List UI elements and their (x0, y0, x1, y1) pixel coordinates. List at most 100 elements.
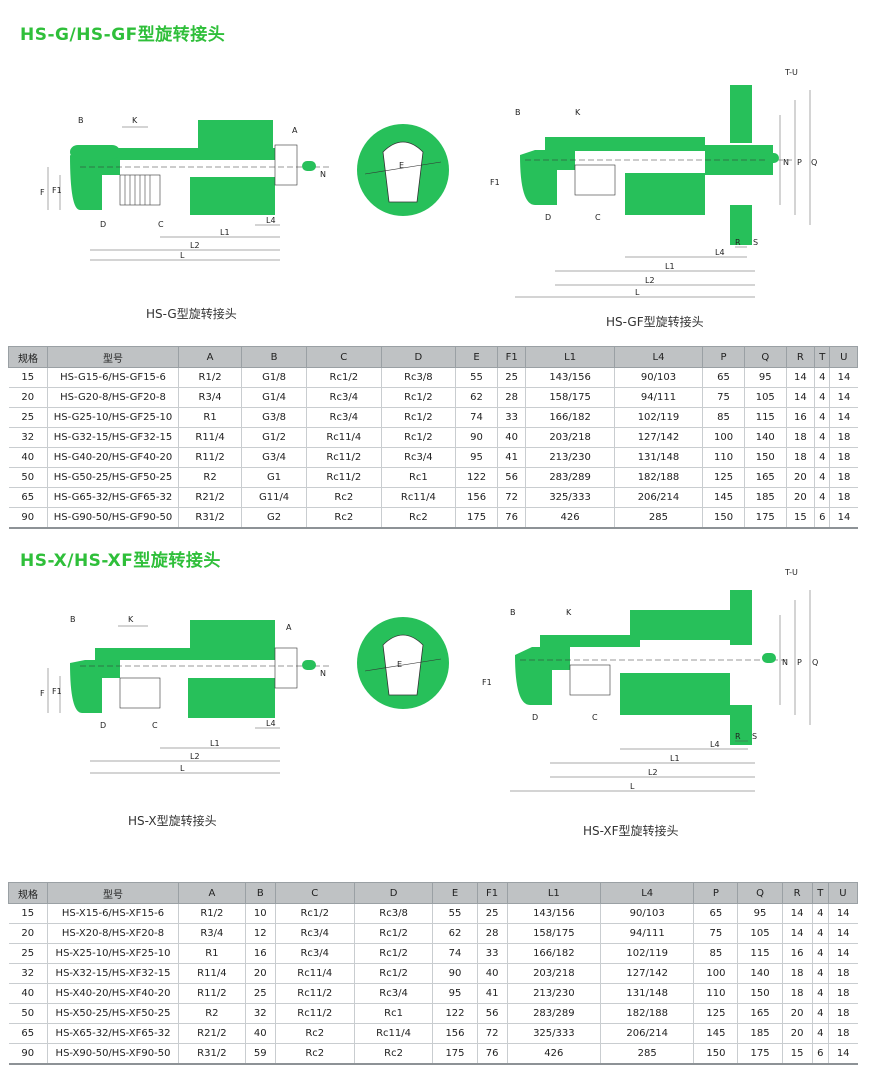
table-cell: R2 (178, 1003, 246, 1024)
table-cell: 40 (476, 963, 508, 984)
table-cell: 32 (8, 963, 48, 984)
table-cell: HS-G20-8/HS-GF20-8 (47, 387, 179, 408)
table-cell: 15 (785, 507, 815, 529)
table-cell: 14 (785, 387, 815, 408)
table-cell: Rc2 (380, 507, 456, 529)
table-cell: HS-G65-32/HS-GF65-32 (47, 487, 179, 508)
table-cell: 140 (743, 427, 787, 448)
table-cell: 18 (785, 427, 815, 448)
table-cell: Rc2 (353, 1043, 433, 1065)
dim-label-d-x: D (100, 721, 106, 730)
table-cell: 18 (827, 983, 858, 1004)
table-cell: 72 (476, 1023, 508, 1044)
column-header: R (785, 346, 816, 368)
column-header: Q (737, 882, 783, 904)
table-cell: Rc2 (274, 1023, 355, 1044)
table-cell: 185 (743, 487, 787, 508)
x-section-view: E (357, 617, 449, 709)
table-cell: 426 (506, 1043, 601, 1065)
column-header: Q (743, 346, 787, 368)
dim-label-b: B (78, 116, 84, 125)
column-header: B (241, 346, 307, 368)
table-cell: Rc11/2 (274, 983, 355, 1004)
column-header: 规格 (8, 882, 48, 904)
table-cell: 55 (432, 903, 478, 924)
table-cell: Rc11/4 (380, 487, 456, 508)
table-cell: HS-X40-20/HS-XF40-20 (47, 983, 179, 1004)
table-cell: 20 (244, 963, 276, 984)
dim-label-p-xf: P (797, 658, 802, 667)
dim-label-d-gf: D (545, 213, 551, 222)
table-cell: 65 (702, 367, 745, 388)
dim-label-c-x: C (152, 721, 158, 730)
g-section-view: E (357, 124, 449, 216)
dim-label-q-xf: Q (812, 658, 818, 667)
table-cell: 14 (781, 903, 813, 924)
dim-label-c-xf: C (592, 713, 598, 722)
dim-label-l-gf: L (635, 288, 640, 297)
column-header: L4 (613, 346, 704, 368)
table-cell: Rc1/2 (380, 387, 456, 408)
table-cell: 175 (743, 507, 787, 529)
table-cell: 16 (785, 407, 815, 428)
table-cell: R11/2 (178, 983, 246, 1004)
table-cell: 285 (613, 507, 703, 529)
table-cell: 40 (244, 1023, 276, 1044)
table-cell: 131/148 (613, 447, 703, 468)
table-cell: 4 (811, 923, 829, 944)
dim-label-e: E (399, 161, 404, 170)
table-cell: 41 (496, 447, 526, 468)
table-cell: 143/156 (525, 367, 615, 388)
table-cell: 25 (8, 407, 48, 428)
table-cell: 90 (432, 963, 478, 984)
dim-label-l2-x: L2 (190, 752, 200, 761)
dim-label-l2: L2 (190, 241, 200, 250)
column-header: D (380, 346, 457, 368)
dim-label-c: C (158, 220, 164, 229)
table-cell: R3/4 (177, 387, 242, 408)
section-title-g: HS-G/HS-GF型旋转接头 (20, 25, 226, 45)
table-cell: 6 (811, 1043, 829, 1065)
section-title-x: HS-X/HS-XF型旋转接头 (20, 551, 221, 571)
dim-label-b-gf: B (515, 108, 521, 117)
table-cell: 4 (814, 487, 830, 508)
dim-label-l4-x: L4 (266, 719, 276, 728)
table-cell: R21/2 (178, 1023, 246, 1044)
table-cell: 213/230 (506, 983, 601, 1004)
dim-label-d: D (100, 220, 106, 229)
table-cell: 4 (814, 467, 830, 488)
column-header: U (829, 346, 858, 368)
table-cell: HS-X65-32/HS-XF65-32 (47, 1023, 179, 1044)
column-header: A (178, 882, 246, 904)
table-cell: Rc11/2 (274, 1003, 355, 1024)
table-cell: HS-G40-20/HS-GF40-20 (47, 447, 179, 468)
table-cell: G3/4 (241, 447, 307, 468)
table-cell: 206/214 (600, 1023, 694, 1044)
table-cell: 166/182 (525, 407, 615, 428)
table-cell: 105 (737, 923, 783, 944)
caption-hs-xf: HS-XF型旋转接头 (583, 824, 679, 838)
table-cell: 18 (827, 1003, 858, 1024)
dim-label-s-gf: S (753, 238, 758, 247)
table-cell: 145 (702, 487, 745, 508)
table-cell: 28 (476, 923, 508, 944)
hs-gf-drawing: B K T-U N P Q D C R S F1 L4 L1 L2 L (490, 68, 817, 298)
table-cell: 85 (693, 943, 738, 964)
table-cell: G2 (241, 507, 307, 529)
table-cell: 14 (827, 943, 858, 964)
table-cell: Rc3/4 (306, 407, 382, 428)
table-cell: 158/175 (506, 923, 601, 944)
table-cell: 285 (600, 1043, 694, 1065)
table-cell: R31/2 (178, 1043, 246, 1065)
dim-label-q-gf: Q (811, 158, 817, 167)
table-cell: 59 (244, 1043, 276, 1065)
table-cell: HS-G25-10/HS-GF25-10 (47, 407, 179, 428)
table-cell: Rc1 (380, 467, 456, 488)
table-cell: 20 (785, 487, 815, 508)
dim-label-l-xf: L (630, 782, 635, 791)
table-cell: 18 (827, 963, 858, 984)
